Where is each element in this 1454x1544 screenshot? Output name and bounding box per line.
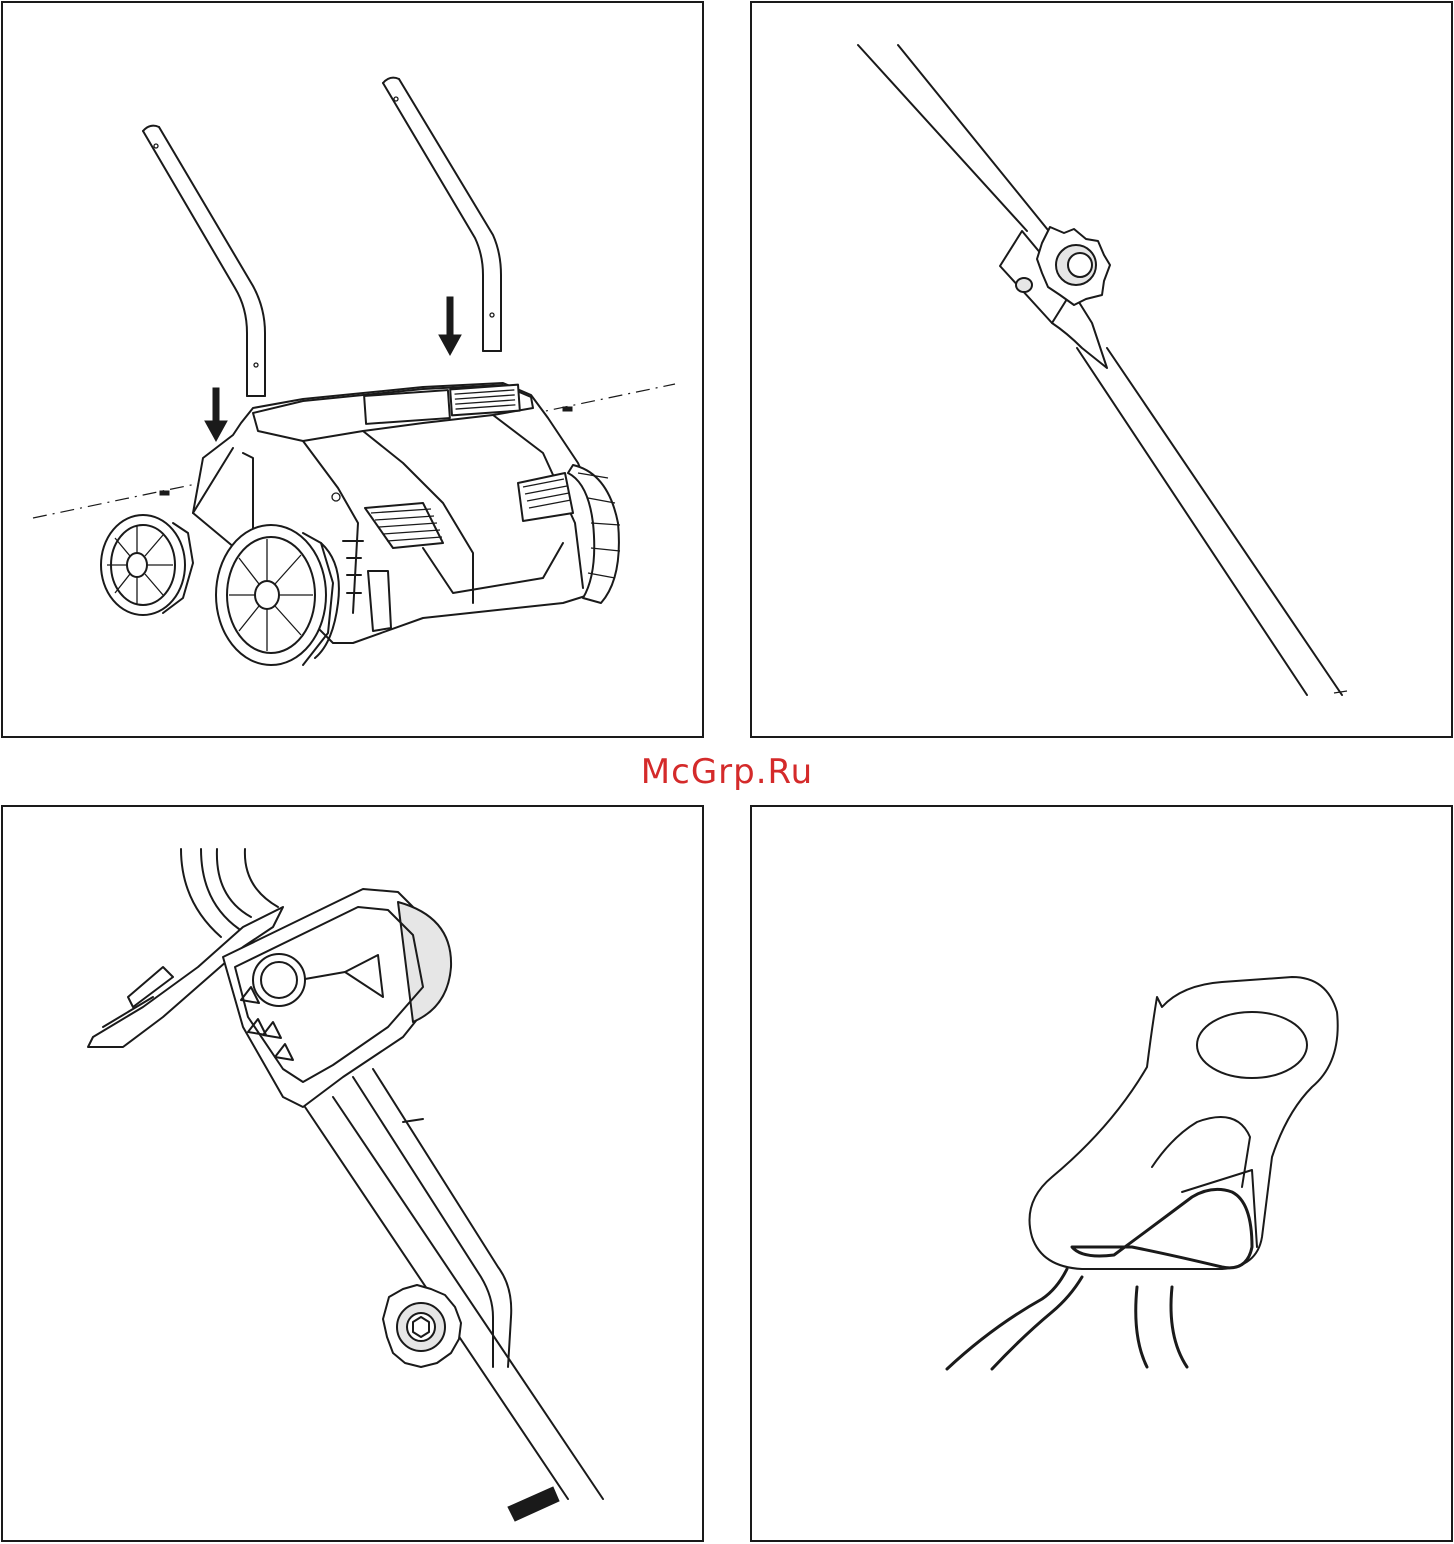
lower-handle-tube xyxy=(305,1069,603,1499)
figure-switch-box-assembly xyxy=(1,805,704,1542)
down-arrow-icon xyxy=(205,388,227,441)
cable-hook xyxy=(1030,977,1338,1269)
power-cable xyxy=(947,1269,1187,1369)
lower-handle-tube xyxy=(1077,348,1347,695)
rear-left-wheel xyxy=(101,515,193,615)
figure-handle-knob-closeup xyxy=(750,1,1453,738)
upper-handle-tube xyxy=(858,45,1052,235)
assembly-overview-drawing xyxy=(3,3,706,740)
right-handle-tube xyxy=(383,78,501,351)
figure-assembly-overview xyxy=(1,1,704,738)
cable-hook-drawing xyxy=(752,807,1454,1544)
switch-box-drawing xyxy=(3,807,706,1544)
down-arrow-icon xyxy=(439,297,461,355)
handle-knob-drawing xyxy=(752,3,1454,740)
cable-clip xyxy=(508,1487,559,1521)
watermark-text: McGrp.Ru xyxy=(0,752,1454,792)
knob-icon xyxy=(383,1285,461,1544)
figure-cable-hook-closeup xyxy=(750,805,1453,1542)
left-handle-tube xyxy=(143,126,265,396)
